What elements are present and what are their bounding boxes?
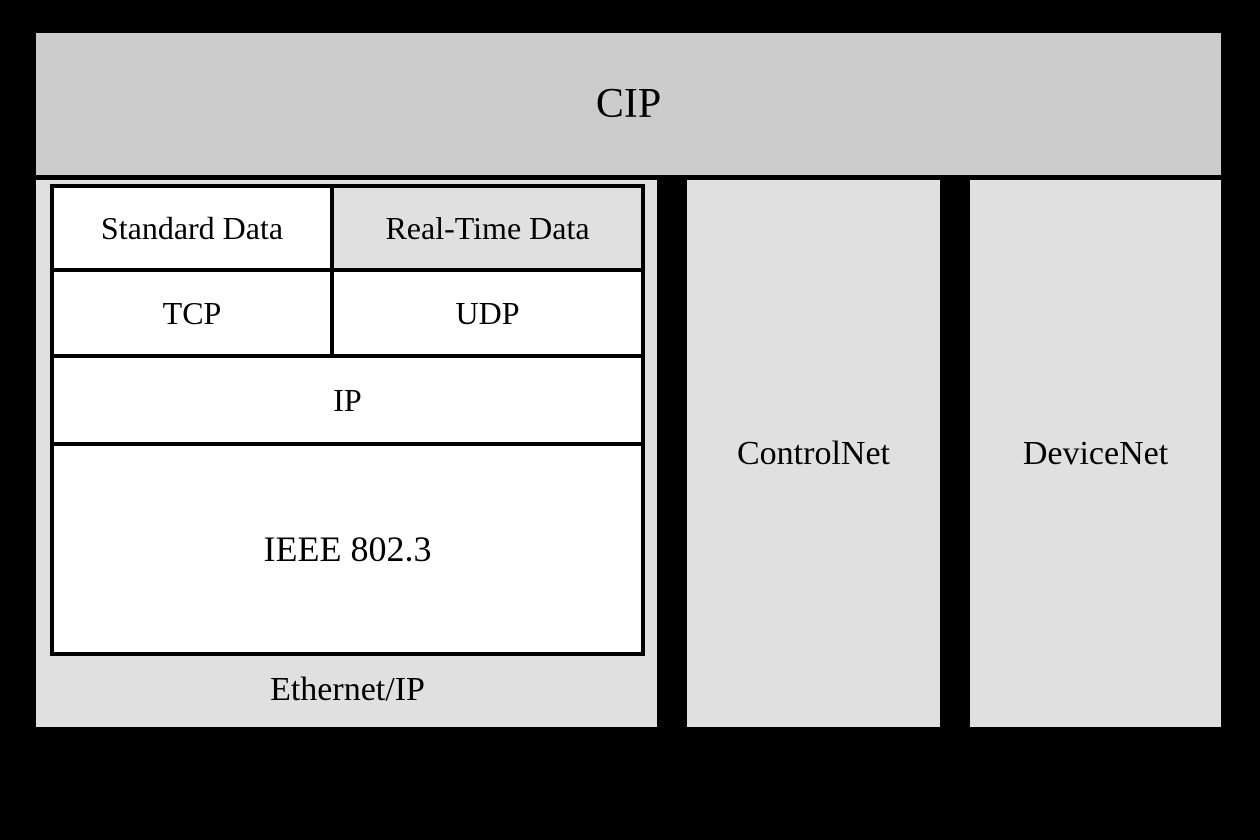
ethernet-protocol-stack: Standard Data Real-Time Data TCP UDP IP <box>50 184 645 656</box>
tcp-label: TCP <box>162 294 222 331</box>
cell-ieee-802-3: IEEE 802.3 <box>54 446 641 652</box>
ethernet-ip-caption: Ethernet/IP <box>50 656 645 723</box>
ethernet-ip-container: Standard Data Real-Time Data TCP UDP IP <box>36 180 657 727</box>
controlnet-column: ControlNet <box>687 180 940 727</box>
devicenet-column: DeviceNet <box>970 180 1221 727</box>
ieee-802-3-label: IEEE 802.3 <box>263 529 432 569</box>
cell-udp: UDP <box>334 272 641 354</box>
stack-row-network: IP <box>54 358 641 446</box>
standard-data-label: Standard Data <box>100 209 284 246</box>
ethernet-ip-label: Ethernet/IP <box>270 670 425 708</box>
cell-standard-data: Standard Data <box>54 188 334 268</box>
stack-row-physical: IEEE 802.3 <box>54 446 641 652</box>
controlnet-label: ControlNet <box>737 434 890 472</box>
cell-real-time-data: Real-Time Data <box>334 188 641 268</box>
devicenet-label: DeviceNet <box>1022 434 1169 472</box>
udp-label: UDP <box>455 294 520 331</box>
cip-band: CIP <box>36 33 1221 175</box>
cip-label: CIP <box>595 81 662 127</box>
ip-label: IP <box>333 381 362 418</box>
stack-row-application: Standard Data Real-Time Data <box>54 188 641 272</box>
real-time-data-label: Real-Time Data <box>385 209 590 246</box>
cell-tcp: TCP <box>54 272 334 354</box>
stack-row-transport: TCP UDP <box>54 272 641 358</box>
cell-ip: IP <box>54 358 641 442</box>
